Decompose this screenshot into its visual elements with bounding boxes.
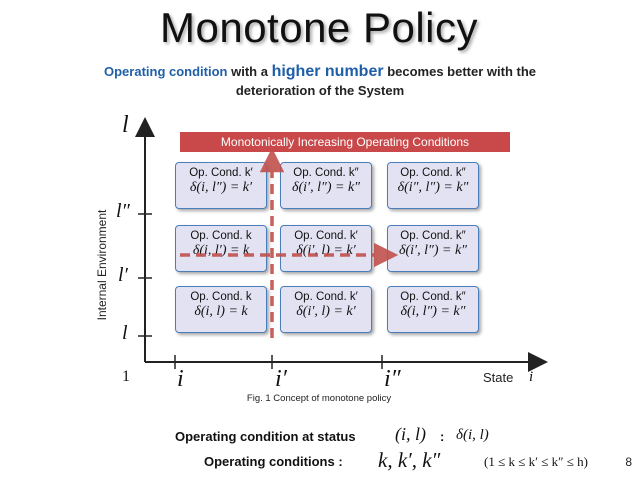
page-title: Monotone Policy [159, 4, 478, 51]
y-axis-symbol: l [122, 112, 129, 138]
subtitle-part4: becomes better with the [383, 64, 536, 79]
y-tick-label-l2: l″ [116, 200, 130, 222]
cell-formula: δ(i, l″) = k′ [189, 180, 253, 195]
cell-r0-c1: Op. Cond. k″ δ(i′, l″) = k″ [280, 162, 372, 209]
cell-title: Op. Cond. k [190, 230, 252, 242]
x-origin-label: 1 [122, 368, 130, 385]
bottom-line1-value: δ(i, l) [456, 427, 489, 443]
bottom-line1-colon: : [440, 429, 445, 444]
cell-title: Op. Cond. k″ [400, 230, 466, 242]
y-tick-label-l0: l [122, 322, 128, 344]
cell-formula: δ(i, l″) = k″ [400, 304, 466, 319]
x-tick-label-i: i [177, 366, 184, 392]
subtitle-part2: with a [227, 64, 272, 79]
bottom-line1-label: Operating condition at status [175, 429, 356, 444]
cell-title: Op. Cond. k′ [294, 291, 358, 303]
bottom-line1-expr: (i, l) [395, 424, 426, 444]
cell-r0-c2: Op. Cond. k″ δ(i″, l″) = k″ [387, 162, 479, 209]
cell-formula: δ(i′, l″) = k″ [399, 243, 467, 258]
cell-r2-c0: Op. Cond. k δ(i, l) = k [175, 286, 267, 333]
subtitle-line2: deterioration of the System [235, 83, 405, 98]
cell-title: Op. Cond. k′ [189, 167, 253, 179]
cell-formula: δ(i″, l″) = k″ [397, 180, 469, 195]
x-tick-label-i1: i′ [275, 366, 287, 392]
subtitle-part3: higher number [271, 63, 384, 80]
bottom-line2-expr: k, k′, k″ [378, 448, 441, 472]
subtitle-part1: Operating condition [104, 64, 228, 79]
cell-r0-c0: Op. Cond. k′ δ(i, l″) = k′ [175, 162, 267, 209]
page-number: 8 [625, 455, 632, 469]
cell-r1-c2: Op. Cond. k″ δ(i′, l″) = k″ [387, 225, 479, 272]
cell-title: Op. Cond. k [190, 291, 252, 303]
x-tick-label-i2: i″ [384, 366, 401, 392]
cell-r2-c2: Op. Cond. k″ δ(i, l″) = k″ [387, 286, 479, 333]
subtitle: Operating condition with a higher number… [40, 62, 600, 100]
cell-formula: δ(i′, l) = k′ [296, 304, 356, 319]
x-axis-symbol: i [529, 369, 534, 385]
cell-title: Op. Cond. k′ [294, 230, 358, 242]
cell-title: Op. Cond. k″ [400, 291, 466, 303]
monotone-banner: Monotonically Increasing Operating Condi… [180, 132, 510, 152]
bottom-line2-label: Operating conditions : [204, 454, 343, 469]
cell-title: Op. Cond. k″ [400, 167, 466, 179]
y-tick-label-l1: l′ [118, 264, 128, 286]
cell-title: Op. Cond. k″ [293, 167, 359, 179]
bottom-line2-constraint: (1 ≤ k ≤ k′ ≤ k″ ≤ h) [484, 454, 588, 469]
x-axis-label: State [483, 370, 514, 385]
figure-caption: Fig. 1 Concept of monotone policy [246, 393, 392, 404]
cell-formula: δ(i, l) = k [194, 304, 248, 319]
cell-formula: δ(i′, l″) = k″ [292, 180, 360, 195]
cell-r2-c1: Op. Cond. k′ δ(i′, l) = k′ [280, 286, 372, 333]
